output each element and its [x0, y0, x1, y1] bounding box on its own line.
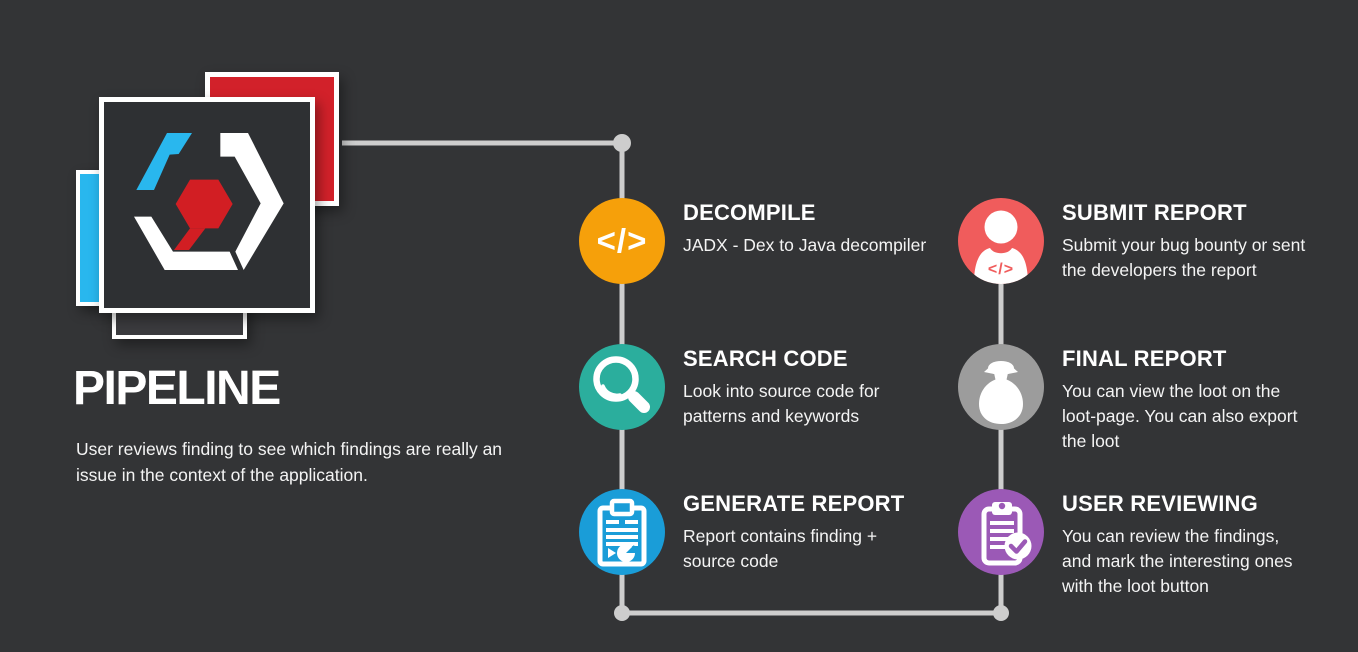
page-title: PIPELINE — [73, 362, 281, 415]
step-description: JADX - Dex to Java decompiler — [683, 235, 927, 255]
page-subtitle: User reviews finding to see which findin… — [76, 439, 503, 485]
step-generate-report: GENERATE REPORT Report contains finding … — [579, 489, 904, 575]
connector-dot — [614, 605, 630, 621]
step-final-report: FINAL REPORT You can view the loot on th… — [958, 344, 1297, 454]
search-icon — [593, 356, 650, 413]
step-title: SUBMIT REPORT — [1062, 200, 1247, 225]
step-description: You can review the findings, and mark th… — [1062, 526, 1293, 596]
step-description: Report contains finding + source code — [683, 526, 878, 571]
code-icon: </> — [596, 222, 648, 259]
money-bag-icon — [979, 361, 1023, 424]
step-submit-report-circle: </> — [958, 198, 1044, 284]
connector-dot — [613, 134, 631, 152]
step-search-code: SEARCH CODE Look into source code for pa… — [579, 344, 880, 430]
step-description: Submit your bug bounty or sent the devel… — [1062, 235, 1306, 280]
person-code-icon: </> — [974, 210, 1028, 284]
hexagon-white-chevron — [220, 133, 284, 270]
step-final-report-circle — [958, 344, 1044, 430]
step-user-reviewing-circle — [958, 489, 1044, 575]
step-user-reviewing: USER REVIEWING You can review the findin… — [958, 489, 1293, 599]
hexagon-red-tail — [174, 228, 206, 250]
hexagon-white-bottom — [134, 216, 238, 270]
hexagon-cyan-segment — [136, 133, 192, 190]
hexagon-red-core — [175, 179, 233, 229]
step-decompile-circle: </> — [579, 198, 665, 284]
step-title: DECOMPILE — [683, 200, 816, 225]
connector-dot-group — [613, 134, 1009, 621]
connector-dot — [993, 605, 1009, 621]
step-title: USER REVIEWING — [1062, 491, 1258, 516]
step-description: You can view the loot on the loot-page. … — [1062, 381, 1298, 451]
step-title: FINAL REPORT — [1062, 346, 1227, 371]
step-search-code-circle — [579, 344, 665, 430]
clipboard-check-icon — [981, 502, 1032, 566]
step-submit-report: </> SUBMIT REPORT Submit your bug bounty… — [958, 198, 1305, 284]
step-title: GENERATE REPORT — [683, 491, 905, 516]
logo-main-square — [99, 97, 315, 313]
step-description: Look into source code for patterns and k… — [683, 381, 880, 426]
svg-text:</>: </> — [988, 261, 1014, 278]
step-decompile: </> DECOMPILE JADX - Dex to Java decompi… — [579, 198, 926, 284]
hexagon-code-logo — [134, 133, 284, 270]
step-generate-report-circle — [579, 489, 665, 575]
step-title: SEARCH CODE — [683, 346, 848, 371]
report-icon — [597, 498, 647, 567]
